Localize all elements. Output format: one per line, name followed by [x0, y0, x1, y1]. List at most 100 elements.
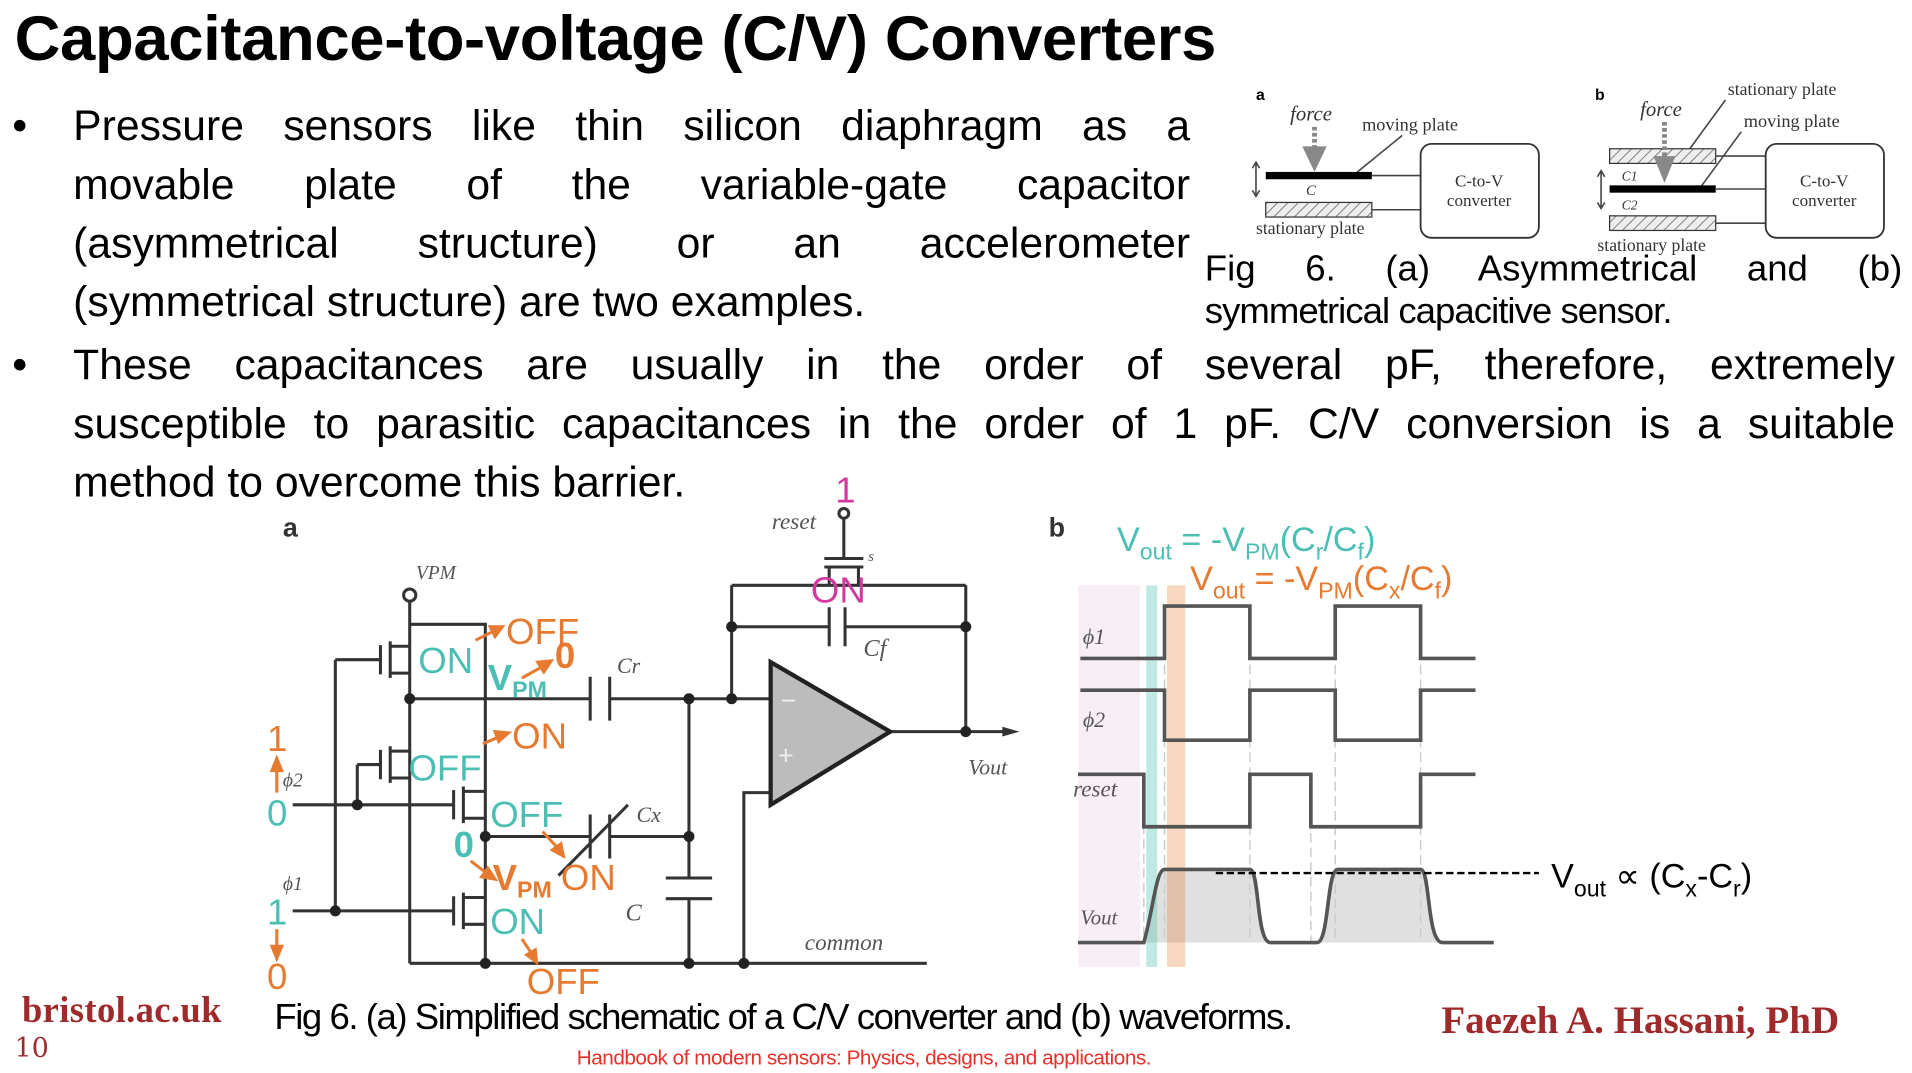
- converter-box: [1764, 142, 1885, 239]
- page-number: 10: [14, 1034, 49, 1065]
- panel-label: b: [1595, 87, 1605, 104]
- reset-signal-label: reset: [1073, 776, 1118, 802]
- vpm-a: VPM: [488, 657, 547, 702]
- reset-level: 1: [835, 469, 855, 510]
- phi1-before: 1: [267, 891, 287, 932]
- phi2-label: ϕ2: [283, 771, 303, 792]
- sensor-diagram-b: b stationary plate force moving plate C1…: [1595, 79, 1885, 255]
- reset-waveform: [1077, 772, 1476, 829]
- phi2-before: 0: [267, 793, 287, 834]
- cr-label: Cr: [617, 653, 641, 678]
- bullet-line: (asymmetrical structure) or an accelerom…: [73, 219, 1191, 268]
- vout-waveform: [1077, 867, 1494, 945]
- proportional-formula: Vout ∝ (Cx-Cr): [1551, 858, 1752, 902]
- phase-highlight-teal: [1146, 585, 1158, 967]
- force-arrowhead-icon: [1302, 146, 1327, 172]
- minus-sign-icon: −: [780, 686, 796, 716]
- bullet-1: • Pressure sensors like thin silicon dia…: [12, 98, 1191, 332]
- c1-label: C1: [1622, 168, 1638, 183]
- vpm-terminal: [402, 587, 418, 603]
- t4-next-state: OFF: [527, 961, 600, 1002]
- vout-signal-label: Vout: [1080, 907, 1118, 929]
- bullet-marker: •: [12, 341, 28, 389]
- sensor-diagram-a: a force moving plate C stationary plate …: [1251, 87, 1540, 239]
- phi1-signal-label: ϕ1: [1083, 624, 1105, 649]
- c2-label: C2: [1622, 198, 1638, 213]
- common-label: common: [805, 930, 883, 956]
- node-before: 0: [454, 824, 474, 865]
- double-arrow-icon: [1251, 160, 1261, 198]
- vout-area: [1077, 869, 1452, 943]
- reset-label: reset: [772, 509, 817, 535]
- vout-label: Vout: [968, 754, 1008, 779]
- vpm-label: VPM: [416, 563, 458, 584]
- phi2-waveform: [1080, 688, 1476, 743]
- slide-title: Capacitance-to-voltage (C/V) Converters: [14, 3, 1217, 75]
- bullet-2: • These capacitances are usually in the …: [12, 337, 1895, 513]
- transition-arrows: [269, 625, 566, 966]
- moving-plate-label: moving plate: [1362, 114, 1458, 134]
- t4-state: ON: [490, 901, 545, 942]
- state-annotations: 1 ON ON OFF VPM 0 1 0 OFF ON OFF 0 VPM O…: [267, 469, 866, 1001]
- box-label: converter: [1792, 191, 1857, 210]
- box-label: converter: [1447, 191, 1512, 210]
- t3-state: OFF: [490, 794, 563, 835]
- bullet-line: These capacitances are usually in the or…: [73, 341, 1895, 389]
- switch-label: s: [868, 549, 874, 565]
- formula-teal: Vout = -VPM(Cr/Cf): [1117, 521, 1375, 565]
- stationary-plate-label: stationary plate: [1256, 218, 1365, 238]
- phi1-label: ϕ1: [283, 874, 303, 895]
- reference-citation: Handbook of modern sensors: Physics, des…: [576, 1046, 1152, 1070]
- t1-state: ON: [418, 640, 473, 681]
- box-label: C-to-V: [1455, 172, 1504, 191]
- junction-dots: [329, 621, 972, 969]
- panel-label: a: [1256, 87, 1265, 104]
- caption-line: symmetrical capacitive sensor.: [1204, 291, 1673, 332]
- university-site: bristol.ac.uk: [21, 990, 222, 1031]
- stationary-plate: [1265, 201, 1373, 218]
- plus-sign-icon: +: [778, 741, 794, 771]
- c-label: C: [626, 900, 643, 927]
- reset-terminal: [837, 506, 851, 520]
- phase-highlight-orange: [1166, 585, 1186, 967]
- author-name: Faezeh A. Hassani, PhD: [1441, 997, 1840, 1042]
- reset-state: ON: [811, 569, 866, 610]
- force-label: force: [1290, 104, 1332, 126]
- bullet-line: susceptible to parasitic capacitances in…: [73, 399, 1895, 448]
- cap-label: C: [1306, 183, 1316, 199]
- cx-label: Cx: [637, 802, 662, 827]
- timing-waveforms: b ϕ1 ϕ2 reset Vout Vout = -VPM(Cr/Cf) Vo…: [1049, 513, 1752, 967]
- cv-converter-schematic: a VPM Cr Cx C Cf reset s − +: [267, 469, 1020, 1002]
- phi2-signal-label: ϕ2: [1083, 707, 1105, 732]
- schematic-caption: Fig 6. (a) Simplified schematic of a C/V…: [274, 997, 1293, 1038]
- panel-label: b: [1049, 513, 1065, 543]
- moving-plate-label: moving plate: [1744, 111, 1840, 131]
- op-amp: [768, 658, 895, 809]
- bullet-line: method to overcome this barrier.: [73, 458, 686, 507]
- moving-plate: [1265, 171, 1372, 180]
- caption-line: Fig 6. (a) Asymmetrical and (b): [1204, 248, 1903, 289]
- stationary-plate-bottom: [1608, 215, 1717, 232]
- phi1-waveform: [1080, 604, 1476, 661]
- vpm-b: VPM: [493, 857, 552, 902]
- t1-next-state: OFF: [506, 611, 579, 652]
- formula-orange: Vout = -VPM(Cx/Cf): [1190, 560, 1452, 604]
- t2-next-state: ON: [512, 716, 567, 757]
- moving-plate: [1609, 185, 1716, 193]
- output-arrow-icon: [1002, 726, 1020, 737]
- double-arrow-icon: [1596, 169, 1606, 211]
- bullet-line: Pressure sensors like thin silicon diaph…: [73, 102, 1191, 150]
- phi2-after: 1: [267, 718, 287, 759]
- panel-label: a: [283, 513, 299, 543]
- force-arrowhead-icon: [1653, 156, 1676, 183]
- phi1-after: 0: [267, 956, 287, 997]
- bullet-line: (symmetrical structure) are two examples…: [73, 278, 866, 326]
- sensor-figure-caption: Fig 6. (a) Asymmetrical and (b) symmetri…: [1205, 248, 1902, 333]
- t2-state: OFF: [408, 747, 481, 788]
- box-label: C-to-V: [1800, 172, 1849, 191]
- stationary-plate-label: stationary plate: [1597, 235, 1706, 255]
- t3-next-state: ON: [561, 857, 616, 898]
- bullet-marker: •: [12, 102, 28, 150]
